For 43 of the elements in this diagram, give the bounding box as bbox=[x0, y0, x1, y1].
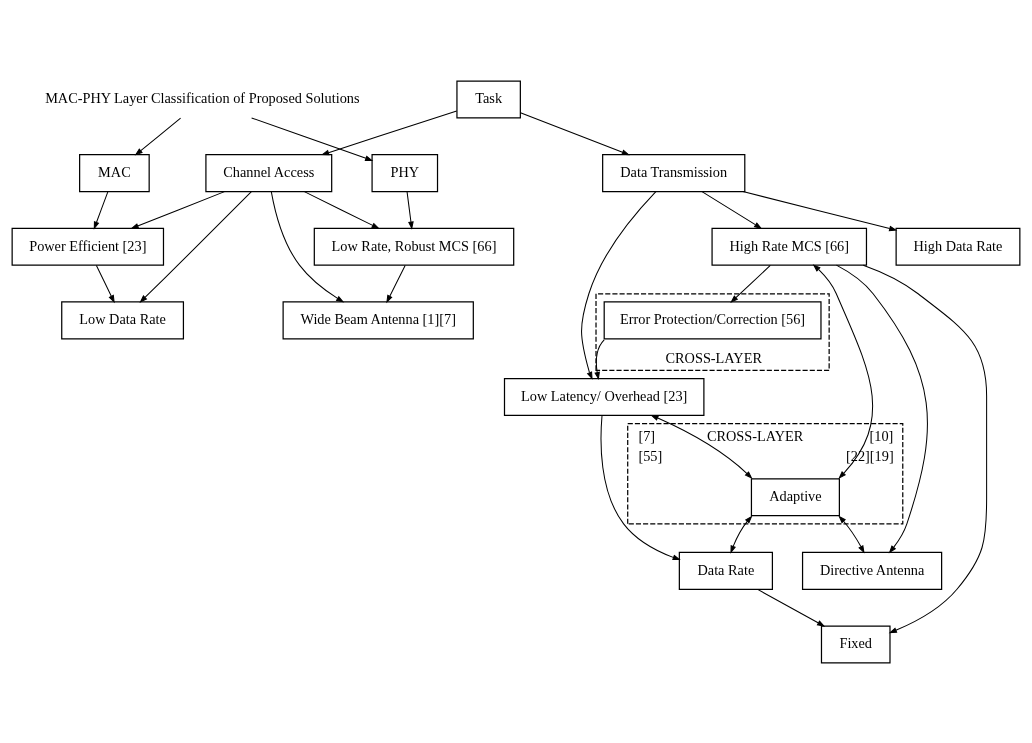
arrow bbox=[406, 190, 414, 230]
arrow bbox=[130, 190, 226, 229]
arrow bbox=[701, 190, 763, 229]
arrow bbox=[270, 190, 345, 303]
node-box: Low Rate, Robust MCS [66] bbox=[313, 227, 515, 266]
node-box: Data Rate bbox=[678, 551, 773, 590]
arrow bbox=[730, 264, 771, 303]
node-box: Wide Beam Antenna [1][7] bbox=[282, 300, 474, 339]
arrow bbox=[303, 190, 380, 229]
arrow bbox=[835, 264, 928, 553]
node-box: Task bbox=[456, 79, 521, 118]
node-box: High Data Rate bbox=[895, 227, 1021, 266]
arrow bbox=[519, 111, 630, 155]
node-box: Power Efficient [23] bbox=[11, 227, 165, 266]
arrow bbox=[742, 190, 898, 231]
arrow bbox=[581, 190, 657, 380]
arrow bbox=[862, 264, 988, 633]
arrow bbox=[757, 588, 826, 627]
node-box: Data Transmission bbox=[602, 153, 746, 192]
node-box: Error Protection/Correction [56] bbox=[603, 300, 822, 339]
node-box: Low Data Rate bbox=[61, 300, 185, 339]
node-box: Adaptive bbox=[750, 477, 840, 516]
arrow bbox=[812, 263, 874, 479]
arrow bbox=[650, 414, 753, 479]
arrow bbox=[251, 116, 374, 161]
node-text: MAC-PHY Layer Classification of Proposed Solutions bbox=[45, 89, 360, 106]
arrow bbox=[134, 117, 182, 156]
node-box: High Rate MCS [66] bbox=[711, 227, 868, 266]
arrow bbox=[386, 264, 406, 303]
arrow bbox=[730, 515, 753, 554]
arrow bbox=[95, 264, 115, 303]
arrow bbox=[321, 109, 458, 155]
node-box: Directive Antenna bbox=[801, 551, 943, 590]
arrow bbox=[139, 190, 252, 303]
arrow bbox=[600, 414, 681, 560]
node-box: PHY bbox=[371, 153, 439, 192]
arrow bbox=[838, 515, 865, 553]
arrow bbox=[93, 190, 109, 230]
node-box: Low Latency/ Overhead [23] bbox=[503, 377, 705, 416]
node-box: MAC bbox=[79, 153, 150, 192]
node-box: Fixed bbox=[820, 625, 891, 664]
arrow bbox=[594, 338, 605, 380]
node-box: Channel Access bbox=[205, 153, 333, 192]
